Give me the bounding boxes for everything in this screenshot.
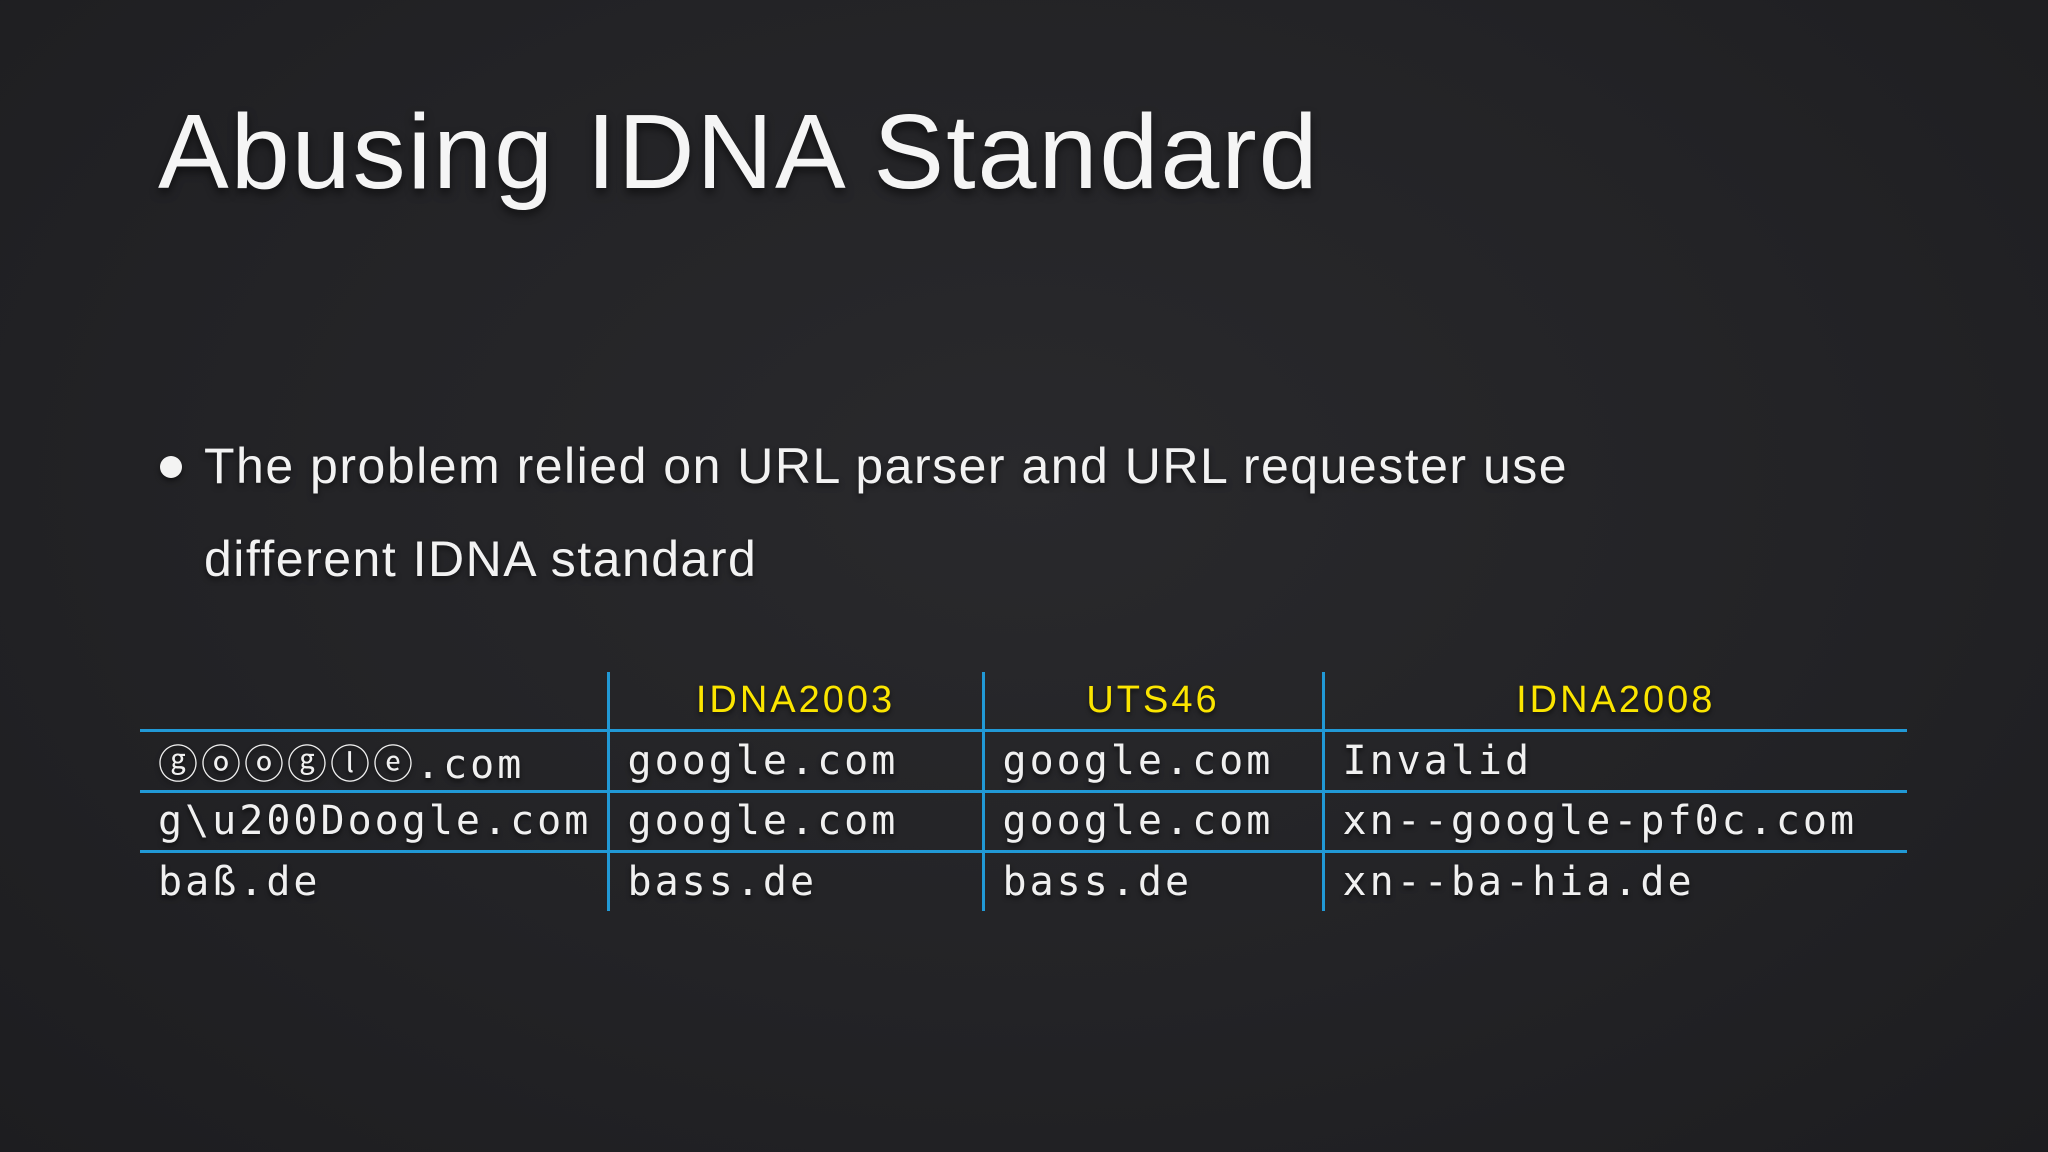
table-cell-input-domain: g\u200Doogle.com — [140, 791, 608, 853]
table-cell-input-domain: ⓖⓞⓞⓖⓛⓔ.com — [140, 730, 608, 793]
table-header-row: IDNA2003 UTS46 IDNA2008 — [140, 672, 1907, 732]
bullet-point-icon — [160, 456, 182, 478]
slide-title: Abusing IDNA Standard — [158, 93, 1320, 211]
column-header-idna2003: IDNA2003 — [606, 672, 983, 732]
table-cell-idna2003: google.com — [606, 791, 983, 853]
table-row: ⓖⓞⓞⓖⓛⓔ.com google.com google.com Invalid — [140, 730, 1907, 793]
table-cell-input-domain: baß.de — [158, 858, 321, 905]
table-cell-uts46: google.com — [981, 791, 1323, 853]
table-row: g\u200Doogle.com google.com google.com x… — [140, 791, 1907, 853]
column-header-idna2008: IDNA2008 — [1321, 672, 1907, 732]
bullet-line-1: The problem relied on URL parser and URL… — [204, 438, 1569, 494]
table-cell-idna2003: bass.de — [606, 851, 983, 911]
column-header-domain — [140, 672, 608, 732]
table-row: baß.de bass.de bass.de xn--ba-hia.de — [140, 851, 1907, 911]
table-cell-idna2008: xn--google-pf0c.com — [1321, 791, 1907, 853]
table-cell-idna2008: xn--ba-hia.de — [1321, 851, 1907, 911]
table-cell-uts46: google.com — [981, 730, 1323, 793]
bullet-text: The problem relied on URL parser and URL… — [204, 420, 1568, 606]
idna-comparison-table: IDNA2003 UTS46 IDNA2008 ⓖⓞⓞⓖⓛⓔ.com googl… — [140, 672, 1907, 911]
column-header-uts46: UTS46 — [981, 672, 1323, 732]
table-cell-uts46: bass.de — [981, 851, 1323, 911]
bullet-line-2: different IDNA standard — [204, 531, 758, 587]
bullet-item: The problem relied on URL parser and URL… — [160, 420, 1568, 606]
table-cell-idna2008: Invalid — [1321, 730, 1907, 793]
table-cell-idna2003: google.com — [606, 730, 983, 793]
